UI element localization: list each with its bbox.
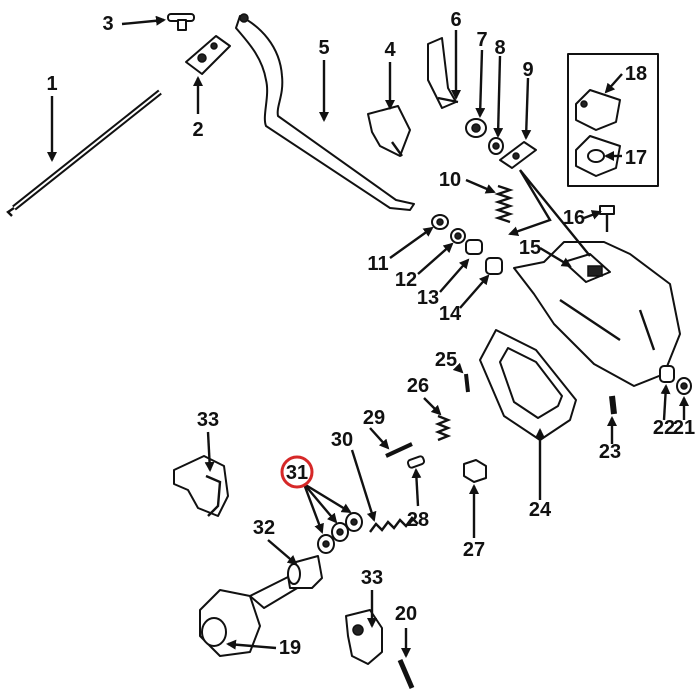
- bolt-part-16: [599, 205, 615, 232]
- callout-23: 23: [599, 441, 621, 463]
- callout-25: 25: [435, 349, 457, 371]
- callout-16: 16: [563, 207, 585, 229]
- washer-part-8: [488, 137, 504, 155]
- callout-19: 19: [279, 637, 301, 659]
- bushing-part-13: [465, 239, 483, 255]
- pin-part-20: [397, 659, 415, 689]
- spring-part-30: [369, 516, 419, 533]
- callout-13: 13: [417, 287, 439, 309]
- callout-21: 21: [673, 417, 695, 439]
- pin-part-3: [167, 13, 195, 31]
- clevis-part-2: [185, 35, 231, 75]
- bushing-part-14: [485, 257, 503, 275]
- fork-part-33b: [345, 609, 383, 665]
- callout-2: 2: [192, 119, 203, 141]
- callout-14: 14: [439, 303, 462, 325]
- rod-part-1: [6, 89, 162, 217]
- washer-part-31b: [331, 522, 349, 542]
- callout-22: 22: [653, 417, 675, 439]
- spring-part-10: [494, 184, 514, 224]
- pin-part-25: [464, 373, 470, 393]
- leader-arrows: [47, 15, 689, 658]
- spring-part-26: [434, 414, 452, 442]
- callout-5: 5: [318, 37, 329, 59]
- washer-part-31a: [317, 534, 335, 554]
- callout-24: 24: [529, 499, 552, 521]
- callout-labels: 1 2 3 4 5 6 7 8 9 10 11 12 13 14 15 16 1…: [46, 9, 695, 659]
- bushing-part-22: [659, 365, 675, 383]
- stud-part-23: [609, 395, 617, 415]
- gasket-part-17: [575, 135, 621, 177]
- shift-lever-part-5: [235, 13, 415, 211]
- callout-27: 27: [463, 539, 485, 561]
- fork-part-33a: [173, 455, 229, 517]
- callout-33-upper: 33: [197, 409, 219, 431]
- callout-7: 7: [476, 29, 487, 51]
- cover-part-18: [575, 89, 621, 131]
- callout-29: 29: [363, 407, 385, 429]
- callout-30: 30: [331, 429, 353, 451]
- callout-3: 3: [102, 13, 113, 35]
- callout-12: 12: [395, 269, 417, 291]
- callout-10: 10: [439, 169, 461, 191]
- washer-part-31c: [345, 512, 363, 532]
- callout-20: 20: [395, 603, 417, 625]
- callout-26: 26: [407, 375, 429, 397]
- callout-11: 11: [367, 253, 388, 275]
- bearing-part-7: [465, 118, 487, 138]
- callout-32: 32: [253, 517, 275, 539]
- callout-8: 8: [494, 37, 505, 59]
- callout-33-lower: 33: [361, 567, 383, 589]
- gasket-part-24: [479, 329, 577, 441]
- nut-part-27: [463, 459, 487, 483]
- lever-part-6: [427, 37, 459, 109]
- pin-part-28: [406, 455, 426, 469]
- housing-part-15: [513, 241, 681, 387]
- washer-part-11: [431, 214, 449, 230]
- callout-9: 9: [522, 59, 533, 81]
- highlight-circle-31: [280, 455, 314, 489]
- washer-part-21: [676, 377, 692, 395]
- callout-1: 1: [46, 73, 57, 95]
- callout-4: 4: [384, 39, 396, 61]
- callout-15: 15: [519, 237, 541, 259]
- plate-part-9: [499, 141, 537, 169]
- callout-28: 28: [407, 509, 429, 531]
- rod-part-29: [385, 442, 413, 458]
- callout-6: 6: [450, 9, 461, 31]
- bracket-part-4: [367, 105, 411, 157]
- washer-part-12: [450, 228, 466, 244]
- callout-18: 18: [625, 63, 647, 85]
- callout-17: 17: [625, 147, 647, 169]
- callout-31: 31: [286, 462, 308, 484]
